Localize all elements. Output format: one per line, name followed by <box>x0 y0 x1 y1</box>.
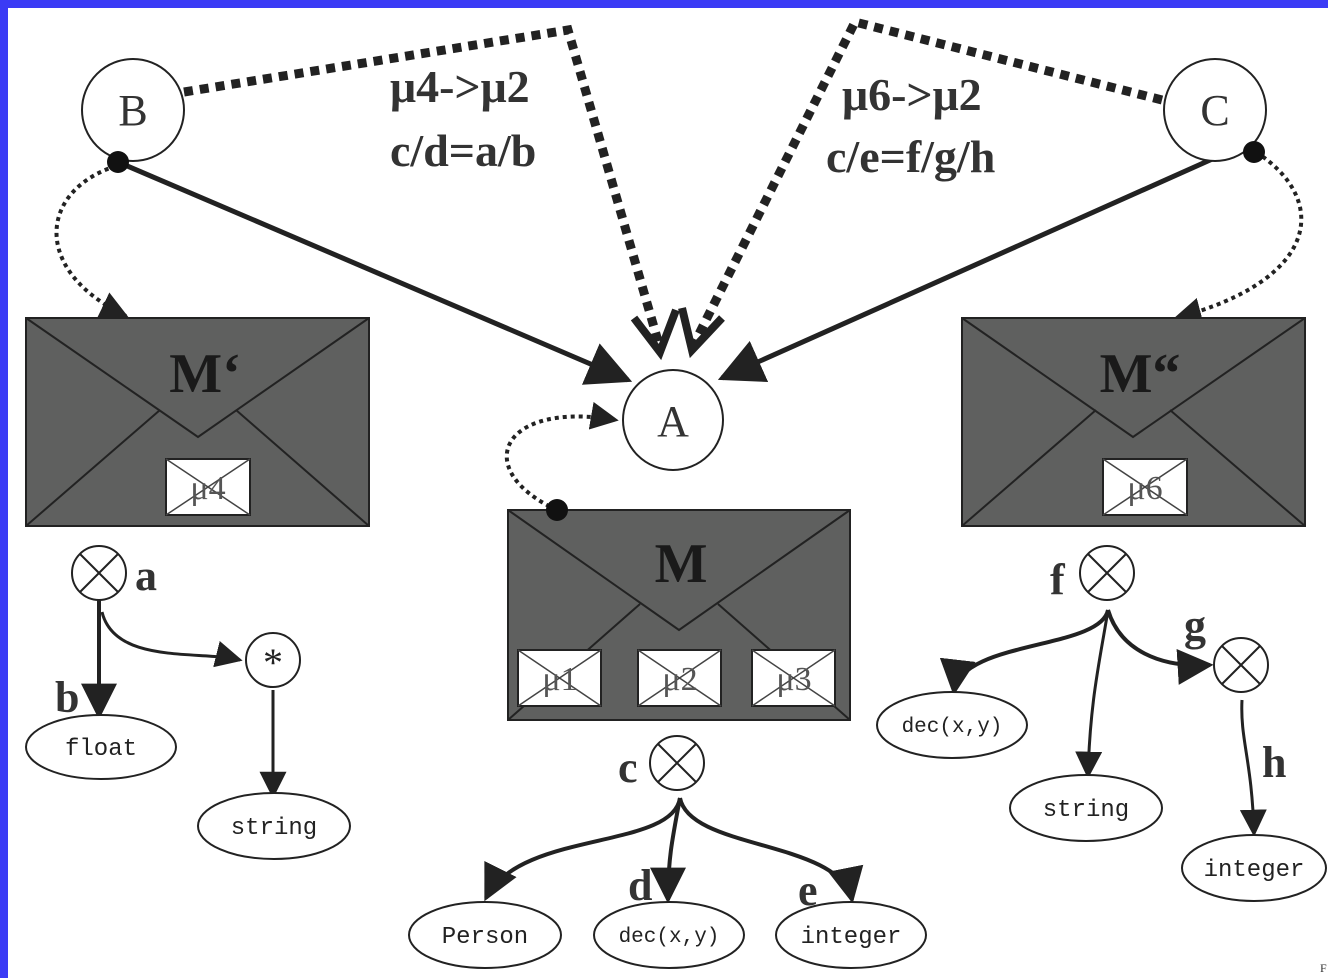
corner-mark: F <box>1320 961 1327 975</box>
mapping-right-line2: c/e=f/g/h <box>826 131 995 182</box>
type-person-label: Person <box>442 924 528 951</box>
left-tree: a b * float string <box>25 545 351 860</box>
stamp-mu6-label: μ6 <box>1127 470 1162 507</box>
label-b: b <box>55 673 79 722</box>
type-integer-right: integer <box>1181 834 1327 902</box>
type-integer-center: integer <box>775 901 927 969</box>
type-integer-center-label: integer <box>801 924 902 951</box>
envelope-m-prime-title: M‘ <box>169 343 241 405</box>
envelope-m: M μ1 μ2 μ3 <box>507 509 851 721</box>
label-g: g <box>1184 601 1206 650</box>
type-string-left-label: string <box>231 815 317 842</box>
type-dec-right-label: dec(x,y) <box>902 716 1003 739</box>
stamp-mu4: μ4 <box>165 458 251 516</box>
otimes-node-c <box>649 735 705 791</box>
mapping-right-line1: μ6->μ2 <box>842 69 982 120</box>
diagram-svg: B C A μ4->μ2 c/d=a/b μ6->μ2 c/e=f/g/h M‘… <box>25 16 1327 975</box>
dotted-arrow-m-to-a <box>504 401 619 512</box>
envelope-m-title: M <box>655 533 708 595</box>
stamp-mu3: μ3 <box>751 649 836 707</box>
type-string-left: string <box>197 792 351 860</box>
node-c-label: C <box>1200 86 1229 135</box>
star-node: * <box>245 632 301 688</box>
stamp-mu3-label: μ3 <box>776 661 811 698</box>
mapping-arrow-right <box>678 16 1164 359</box>
stamp-mu2: μ2 <box>637 649 722 707</box>
type-dec-center-label: dec(x,y) <box>619 926 720 949</box>
label-c: c <box>618 743 638 792</box>
arrow-c-to-a <box>717 149 1230 383</box>
type-integer-right-label: integer <box>1204 857 1305 884</box>
arrow-b-to-a <box>117 159 633 385</box>
mapping-left-line1: μ4->μ2 <box>390 61 530 112</box>
stamp-mu6: μ6 <box>1102 458 1188 516</box>
mapping-left-line2: c/d=a/b <box>390 125 536 176</box>
otimes-node-f <box>1079 545 1135 601</box>
type-float-label: float <box>65 736 137 763</box>
label-e: e <box>798 866 818 915</box>
center-tree: c d e Person dec(x,y) integer <box>408 735 927 969</box>
type-float: float <box>25 714 177 780</box>
type-dec-center: dec(x,y) <box>593 901 745 969</box>
stamp-mu2-label: μ2 <box>662 661 697 698</box>
label-h: h <box>1262 738 1286 787</box>
envelope-m-double-prime-title: M“ <box>1100 343 1181 405</box>
diagram-canvas: B C A μ4->μ2 c/d=a/b μ6->μ2 c/e=f/g/h M‘… <box>8 8 1328 978</box>
node-b-label: B <box>118 86 147 135</box>
stamp-mu1-label: μ1 <box>542 661 577 698</box>
type-person: Person <box>408 901 562 969</box>
dot-c <box>1243 141 1265 163</box>
node-a: A <box>622 369 724 471</box>
node-c: C <box>1163 58 1267 162</box>
dotted-arrow-b-to-mprime <box>54 164 129 318</box>
stamp-mu1: μ1 <box>517 649 602 707</box>
dot-m <box>546 499 568 521</box>
type-string-right: string <box>1009 774 1163 842</box>
mapping-arrow-left <box>183 24 680 361</box>
node-b: B <box>81 58 185 162</box>
otimes-node-g <box>1213 637 1269 693</box>
stamp-mu4-label: μ4 <box>190 470 225 507</box>
dotted-arrow-c-to-mdoubleprime <box>1173 150 1304 326</box>
envelope-m-double-prime: M“ μ6 <box>961 317 1306 527</box>
label-d: d <box>628 861 652 910</box>
node-a-label: A <box>657 397 689 446</box>
type-dec-right: dec(x,y) <box>876 691 1028 759</box>
otimes-node-a <box>71 545 127 601</box>
envelope-m-prime: M‘ μ4 <box>25 317 370 527</box>
label-a: a <box>135 551 157 600</box>
label-f: f <box>1050 555 1066 604</box>
right-tree: f g h dec(x,y) string integer <box>876 545 1327 902</box>
star-symbol: * <box>263 640 283 685</box>
type-string-right-label: string <box>1043 797 1129 824</box>
dot-b <box>107 151 129 173</box>
